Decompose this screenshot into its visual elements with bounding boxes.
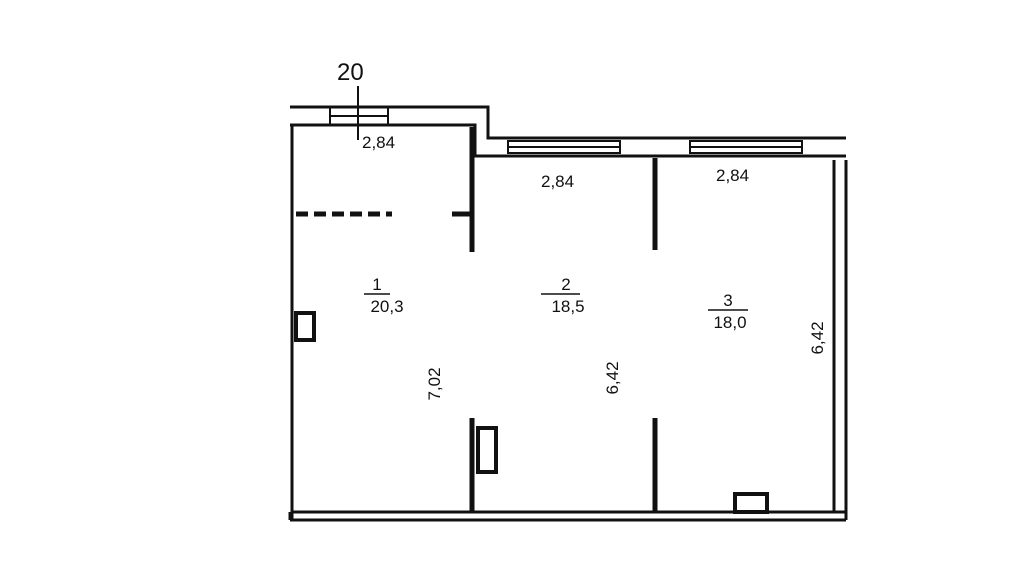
apartment-number: 20 bbox=[337, 59, 364, 86]
room-3-number: 3 bbox=[723, 291, 732, 310]
room-2-area: 18,5 bbox=[551, 297, 584, 316]
room-3-area: 18,0 bbox=[713, 313, 746, 332]
dim-room2-width: 2,84 bbox=[541, 172, 574, 191]
dim-room3-width: 2,84 bbox=[716, 166, 749, 185]
dim-room3-length: 6,42 bbox=[808, 321, 827, 354]
room-1-label: 1 20,3 bbox=[364, 275, 404, 316]
window-room3 bbox=[689, 140, 803, 154]
dim-room2-length: 6,42 bbox=[603, 361, 622, 394]
dim-room1-length: 7,02 bbox=[425, 367, 444, 400]
window-room2 bbox=[507, 140, 621, 154]
fixtures bbox=[294, 311, 769, 514]
wall-top-left-inner bbox=[290, 123, 846, 158]
partitions bbox=[452, 127, 658, 512]
windows bbox=[329, 107, 803, 154]
room-2-label: 2 18,5 bbox=[541, 275, 585, 316]
walls bbox=[288, 105, 848, 522]
room-1-area: 20,3 bbox=[370, 297, 403, 316]
room-3-label: 3 18,0 bbox=[708, 291, 748, 332]
dim-room1-width: 2,84 bbox=[362, 133, 395, 152]
room-2-number: 2 bbox=[561, 275, 570, 294]
room-1-number: 1 bbox=[372, 275, 381, 294]
niche-left bbox=[294, 311, 316, 342]
niche-bottom bbox=[733, 492, 769, 514]
niche-middle bbox=[476, 426, 498, 474]
